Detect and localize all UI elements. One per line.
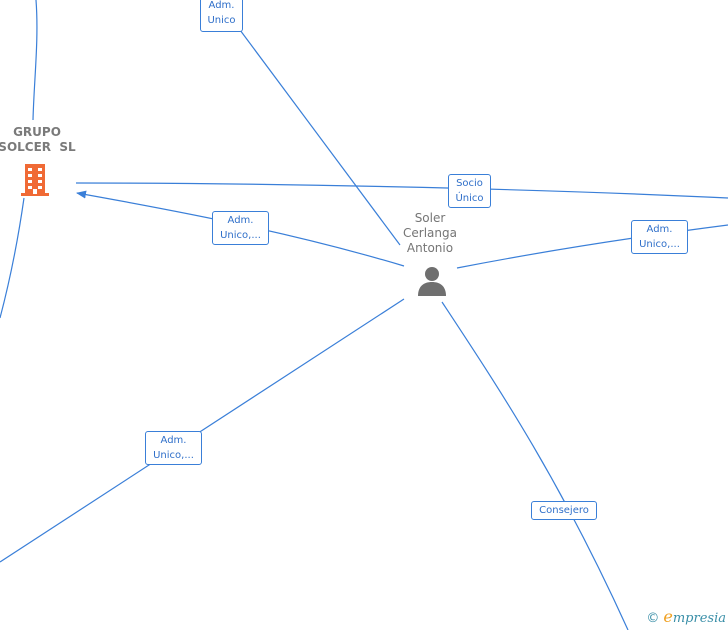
edge-label-socio-unico[interactable]: Socio Único: [448, 174, 491, 208]
edge-label-line: Unico,...: [153, 450, 194, 461]
edge-label-line: Unico: [207, 15, 236, 26]
company-node-label[interactable]: GRUPO SOLCER SL: [0, 125, 78, 155]
person-name-line: Antonio: [406, 241, 454, 255]
company-name-line: GRUPO: [13, 125, 61, 139]
empresia-brand[interactable]: ©empresia: [646, 607, 726, 626]
edge-label-line: Adm.: [227, 215, 254, 226]
brand-e-letter: e: [663, 607, 673, 626]
edge-top-admin: [239, 29, 401, 246]
copyright-symbol: ©: [646, 611, 660, 626]
edge-person-consejero: [441, 301, 629, 630]
edge-label-adm-unico-bottom-left[interactable]: Adm. Unico,...: [145, 431, 202, 465]
person-icon[interactable]: [417, 265, 447, 297]
edge-label-adm-unico-left[interactable]: Adm. Unico,...: [212, 211, 269, 245]
person-name-line: Soler: [414, 211, 446, 225]
edge-label-line: Consejero: [539, 505, 589, 516]
edge-label-line: Unico,...: [220, 230, 261, 241]
edge-label-line: Adm.: [646, 224, 673, 235]
edge-label-line: Socio: [456, 178, 483, 189]
edge-label-line: Adm.: [160, 435, 187, 446]
edge-person-bottom-left: [0, 298, 405, 563]
person-name-line: Cerlanga: [403, 226, 457, 240]
edge-person-right: [456, 224, 728, 269]
edge-label-adm-unico-right[interactable]: Adm. Unico,...: [631, 220, 688, 254]
edge-label-line: Adm.: [208, 0, 235, 11]
brand-name-rest: mpresia: [672, 611, 726, 626]
building-icon[interactable]: [19, 163, 51, 197]
person-node-label[interactable]: Soler Cerlanga Antonio: [390, 211, 470, 256]
edge-label-adm-unico-top[interactable]: Adm. Unico: [200, 0, 243, 32]
edge-company-top: [32, 0, 38, 121]
edge-label-consejero[interactable]: Consejero: [531, 501, 597, 520]
edge-label-line: Único: [455, 193, 484, 204]
edge-label-line: Unico,...: [639, 239, 680, 250]
edge-socio-unico: [75, 182, 728, 199]
company-name-line: SOLCER SL: [0, 140, 76, 154]
edge-company-down: [0, 197, 25, 319]
